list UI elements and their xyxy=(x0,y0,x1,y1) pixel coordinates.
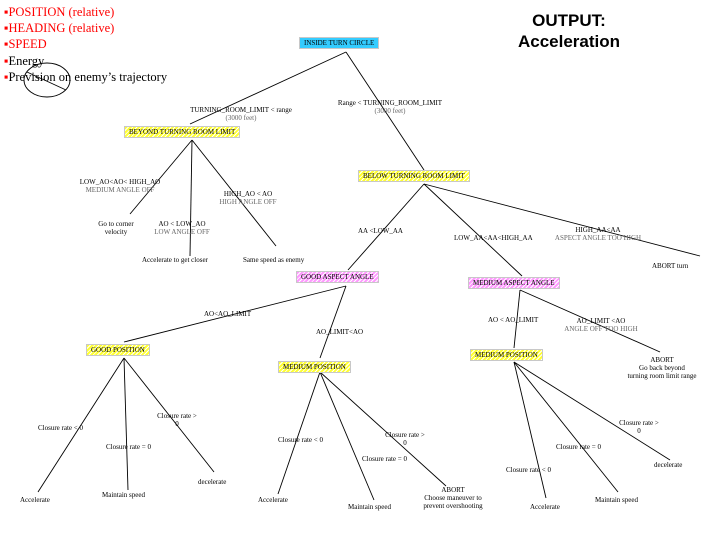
connector-mp2-decelerate xyxy=(513,361,671,461)
leaf-accelerate-to-get-closer: Accelerate to get closer xyxy=(142,256,208,264)
input-item: ▪Energy xyxy=(4,53,45,68)
edge-label-low-angle-off: AO < LOW_AO LOW ANGLE OFF xyxy=(154,220,210,236)
leaf-decelerate: decelerate xyxy=(198,478,227,486)
node-beyond-turning-room-limit: BEYOND TURNING ROOM LIMIT xyxy=(124,126,241,138)
connector-maa-medium-position xyxy=(513,289,521,349)
connector-gp-decelerate xyxy=(123,357,215,473)
leaf-go-to-corner-velocity: Go to corner velocity xyxy=(98,220,134,236)
edge-label-aa-lt-low-aa: AA <LOW_AA xyxy=(358,227,403,235)
edge-label-medium-angle-off: LOW_AO<AO< HIGH_AO MEDIUM ANGLE OFF xyxy=(79,178,161,194)
leaf-same-speed-as-enemy: Same speed as enemy xyxy=(243,256,305,264)
connector-below-abort xyxy=(423,183,701,257)
edge-label-closure-rate-lt-0: Closure rate < 0 xyxy=(278,436,323,444)
leaf-accelerate: Accelerate xyxy=(20,496,50,504)
node-good-aspect-angle: GOOD ASPECT ANGLE xyxy=(296,271,379,283)
connector-mp1-maintain xyxy=(319,371,375,501)
connector-root-below xyxy=(345,51,425,171)
node-medium-position: MEDIUM POSITION xyxy=(470,349,543,361)
edge-label-ao-lt-ao-limit: AO < AO_LIMIT xyxy=(488,316,539,324)
edge-label-ao-limit-lt-ao: AO_LIMIT<AO xyxy=(316,328,364,336)
edge-label-closure-rate-lt-0: Closure rate < 0 xyxy=(38,424,83,432)
leaf-abort-turn: ABORT turn xyxy=(652,262,689,270)
edge-label-ao-lt-ao-limit: AO<AO_LIMIT xyxy=(204,310,252,318)
edge-label-closure-rate-gt-0: Closure rate > 0 xyxy=(619,419,659,435)
leaf-accelerate: Accelerate xyxy=(258,496,288,504)
node-inside-turn-circle: INSIDE TURN CIRCLE xyxy=(299,37,380,49)
leaf-accelerate: Accelerate xyxy=(530,503,560,511)
leaf-abort-prevent-overshooting: ABORT Choose maneuver to prevent oversho… xyxy=(423,486,483,510)
connector-maa-abort xyxy=(519,289,661,353)
connector-mp2-accelerate xyxy=(513,361,547,499)
edge-label-closure-rate-eq-0: Closure rate = 0 xyxy=(362,455,407,463)
edge-label-closure-rate-eq-0: Closure rate = 0 xyxy=(556,443,601,451)
connector-mp1-accelerate xyxy=(277,371,321,495)
edge-label-aspect-angle-too-high: HIGH_AA<AA ASPECT ANGLE TOO HIGH xyxy=(554,226,642,242)
connector-gp-accelerate xyxy=(37,357,125,493)
output-block: OUTPUT: Acceleration xyxy=(500,10,638,52)
connector-gaa-medium-position xyxy=(319,285,347,359)
edge-label-angle-off-too-high: AO_LIMIT <AO ANGLE OFF TOO HIGH xyxy=(564,317,638,333)
input-item: ▪SPEED xyxy=(4,37,47,52)
connector-below-good-aa xyxy=(347,183,425,271)
leaf-abort-go-back: ABORT Go back beyond turning room limit … xyxy=(627,356,697,380)
input-item: ▪POSITION (relative) xyxy=(4,5,115,19)
connector-beyond-high-ao xyxy=(191,139,277,247)
connector-gaa-good-position xyxy=(123,285,347,343)
output-title: OUTPUT: xyxy=(532,11,606,30)
leaf-maintain-speed: Maintain speed xyxy=(102,491,145,499)
leaf-maintain-speed: Maintain speed xyxy=(595,496,638,504)
connector-root-beyond xyxy=(189,51,347,125)
connector-gp-maintain xyxy=(123,357,129,491)
leaf-maintain-speed: Maintain speed xyxy=(348,503,391,511)
node-medium-aspect-angle: MEDIUM ASPECT ANGLE xyxy=(468,277,560,289)
no-symbol-circle xyxy=(23,62,71,98)
edge-label-high-angle-off: HIGH_AO < AO HIGH ANGLE OFF xyxy=(219,190,277,206)
connector-beyond-medium-ao xyxy=(129,139,193,215)
connector-mp1-abort xyxy=(319,371,447,487)
output-value: Acceleration xyxy=(517,32,621,51)
node-good-position: GOOD POSITION xyxy=(86,344,150,356)
edge-label-closure-rate-eq-0: Closure rate = 0 xyxy=(106,443,151,451)
edge-label-closure-rate-gt-0: Closure rate > 0 xyxy=(157,412,197,428)
connector-below-medium-aa xyxy=(423,183,523,277)
edge-label-range-lt-turning-room-limit: Range < TURNING_ROOM_LIMIT (3000 feet) xyxy=(337,99,443,115)
leaf-decelerate: decelerate xyxy=(654,461,683,469)
node-below-turning-room-limit: BELOW TURNING ROOM LIMIT xyxy=(358,170,470,182)
connector-mp2-maintain xyxy=(513,361,619,493)
inputs-list: ▪POSITION (relative) ▪HEADING (relative)… xyxy=(4,4,167,85)
input-item: ▪HEADING (relative) xyxy=(4,21,115,36)
connector-beyond-low-ao xyxy=(189,139,193,257)
input-item: ▪Prevision on enemy’s trajectory xyxy=(4,69,168,84)
node-medium-position: MEDIUM POSITION xyxy=(278,361,351,373)
edge-label-closure-rate-lt-0: Closure rate < 0 xyxy=(506,466,551,474)
edge-label-low-aa-high-aa: LOW_AA<AA<HIGH_AA xyxy=(454,234,533,242)
edge-label-turning-room-limit-lt-range: TURNING_ROOM_LIMIT < range (3000 feet) xyxy=(190,106,292,122)
edge-label-closure-rate-gt-0: Closure rate > 0 xyxy=(385,431,425,447)
